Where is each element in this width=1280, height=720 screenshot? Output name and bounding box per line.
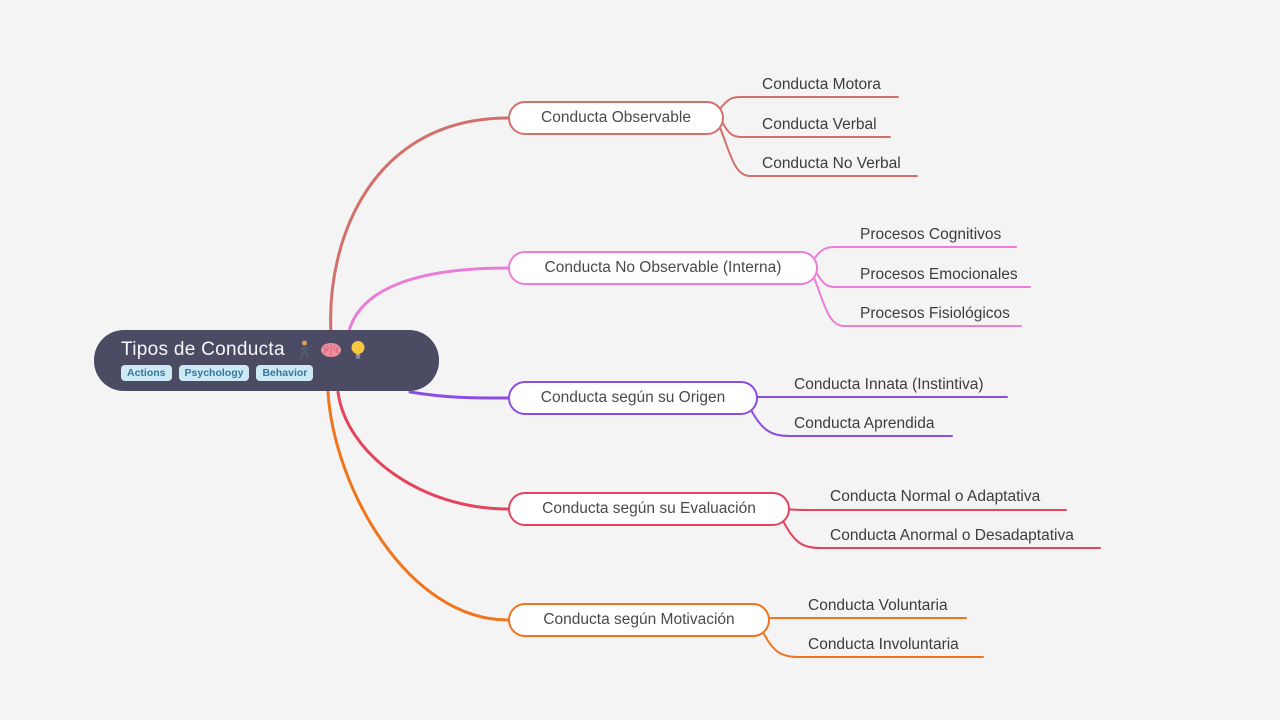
root-tag-row: Actions Psychology Behavior [94, 361, 439, 381]
connector-root-branch-0 [329, 116, 510, 335]
leaf-conducta-aprendida[interactable]: Conducta Aprendida [794, 415, 935, 432]
leaf-conducta-verbal[interactable]: Conducta Verbal [762, 116, 877, 133]
connector-root-branch-1 [347, 266, 510, 333]
branch-node-conducta-no-observable[interactable]: Conducta No Observable (Interna) [508, 251, 818, 285]
leaf-conducta-anormal[interactable]: Conducta Anormal o Desadaptativa [830, 527, 1074, 544]
light-bulb-icon [351, 341, 365, 359]
leaf-conducta-normal[interactable]: Conducta Normal o Adaptativa [830, 488, 1041, 505]
connector-root-branch-4 [326, 390, 510, 622]
leaf-conducta-innata[interactable]: Conducta Innata (Instintiva) [794, 376, 984, 393]
root-title-row: Tipos de Conducta [94, 330, 439, 361]
leaf-procesos-emocionales[interactable]: Procesos Emocionales [860, 266, 1018, 283]
leaf-procesos-cognitivos[interactable]: Procesos Cognitivos [860, 226, 1002, 243]
root-title: Tipos de Conducta [121, 339, 285, 360]
connector-branch1-child0 [812, 246, 1017, 261]
tag-psychology[interactable]: Psychology [178, 365, 250, 381]
tag-behavior[interactable]: Behavior [256, 365, 314, 381]
brain-icon [320, 342, 341, 357]
walking-person-icon [299, 340, 309, 360]
branch-node-conducta-observable[interactable]: Conducta Observable [508, 101, 724, 135]
leaf-conducta-motora[interactable]: Conducta Motora [762, 76, 881, 93]
branch-node-conducta-segun-origen[interactable]: Conducta según su Origen [508, 381, 758, 415]
root-icon-group [296, 340, 366, 360]
leaf-conducta-no-verbal[interactable]: Conducta No Verbal [762, 155, 901, 172]
leaf-conducta-voluntaria[interactable]: Conducta Voluntaria [808, 597, 948, 614]
connector-root-branch-3 [336, 390, 510, 511]
leaf-conducta-involuntaria[interactable]: Conducta Involuntaria [808, 636, 959, 653]
branch-node-conducta-segun-motivacion[interactable]: Conducta según Motivación [508, 603, 770, 637]
root-node[interactable]: Tipos de Conducta Actions [94, 330, 439, 391]
connector-root-branch-2 [408, 390, 510, 400]
connector-branch3-child0 [786, 508, 1067, 511]
connector-branch0-child0 [718, 96, 899, 111]
leaf-procesos-fisiologicos[interactable]: Procesos Fisiológicos [860, 305, 1010, 322]
tag-actions[interactable]: Actions [121, 365, 172, 381]
branch-node-conducta-segun-evaluacion[interactable]: Conducta según su Evaluación [508, 492, 790, 526]
